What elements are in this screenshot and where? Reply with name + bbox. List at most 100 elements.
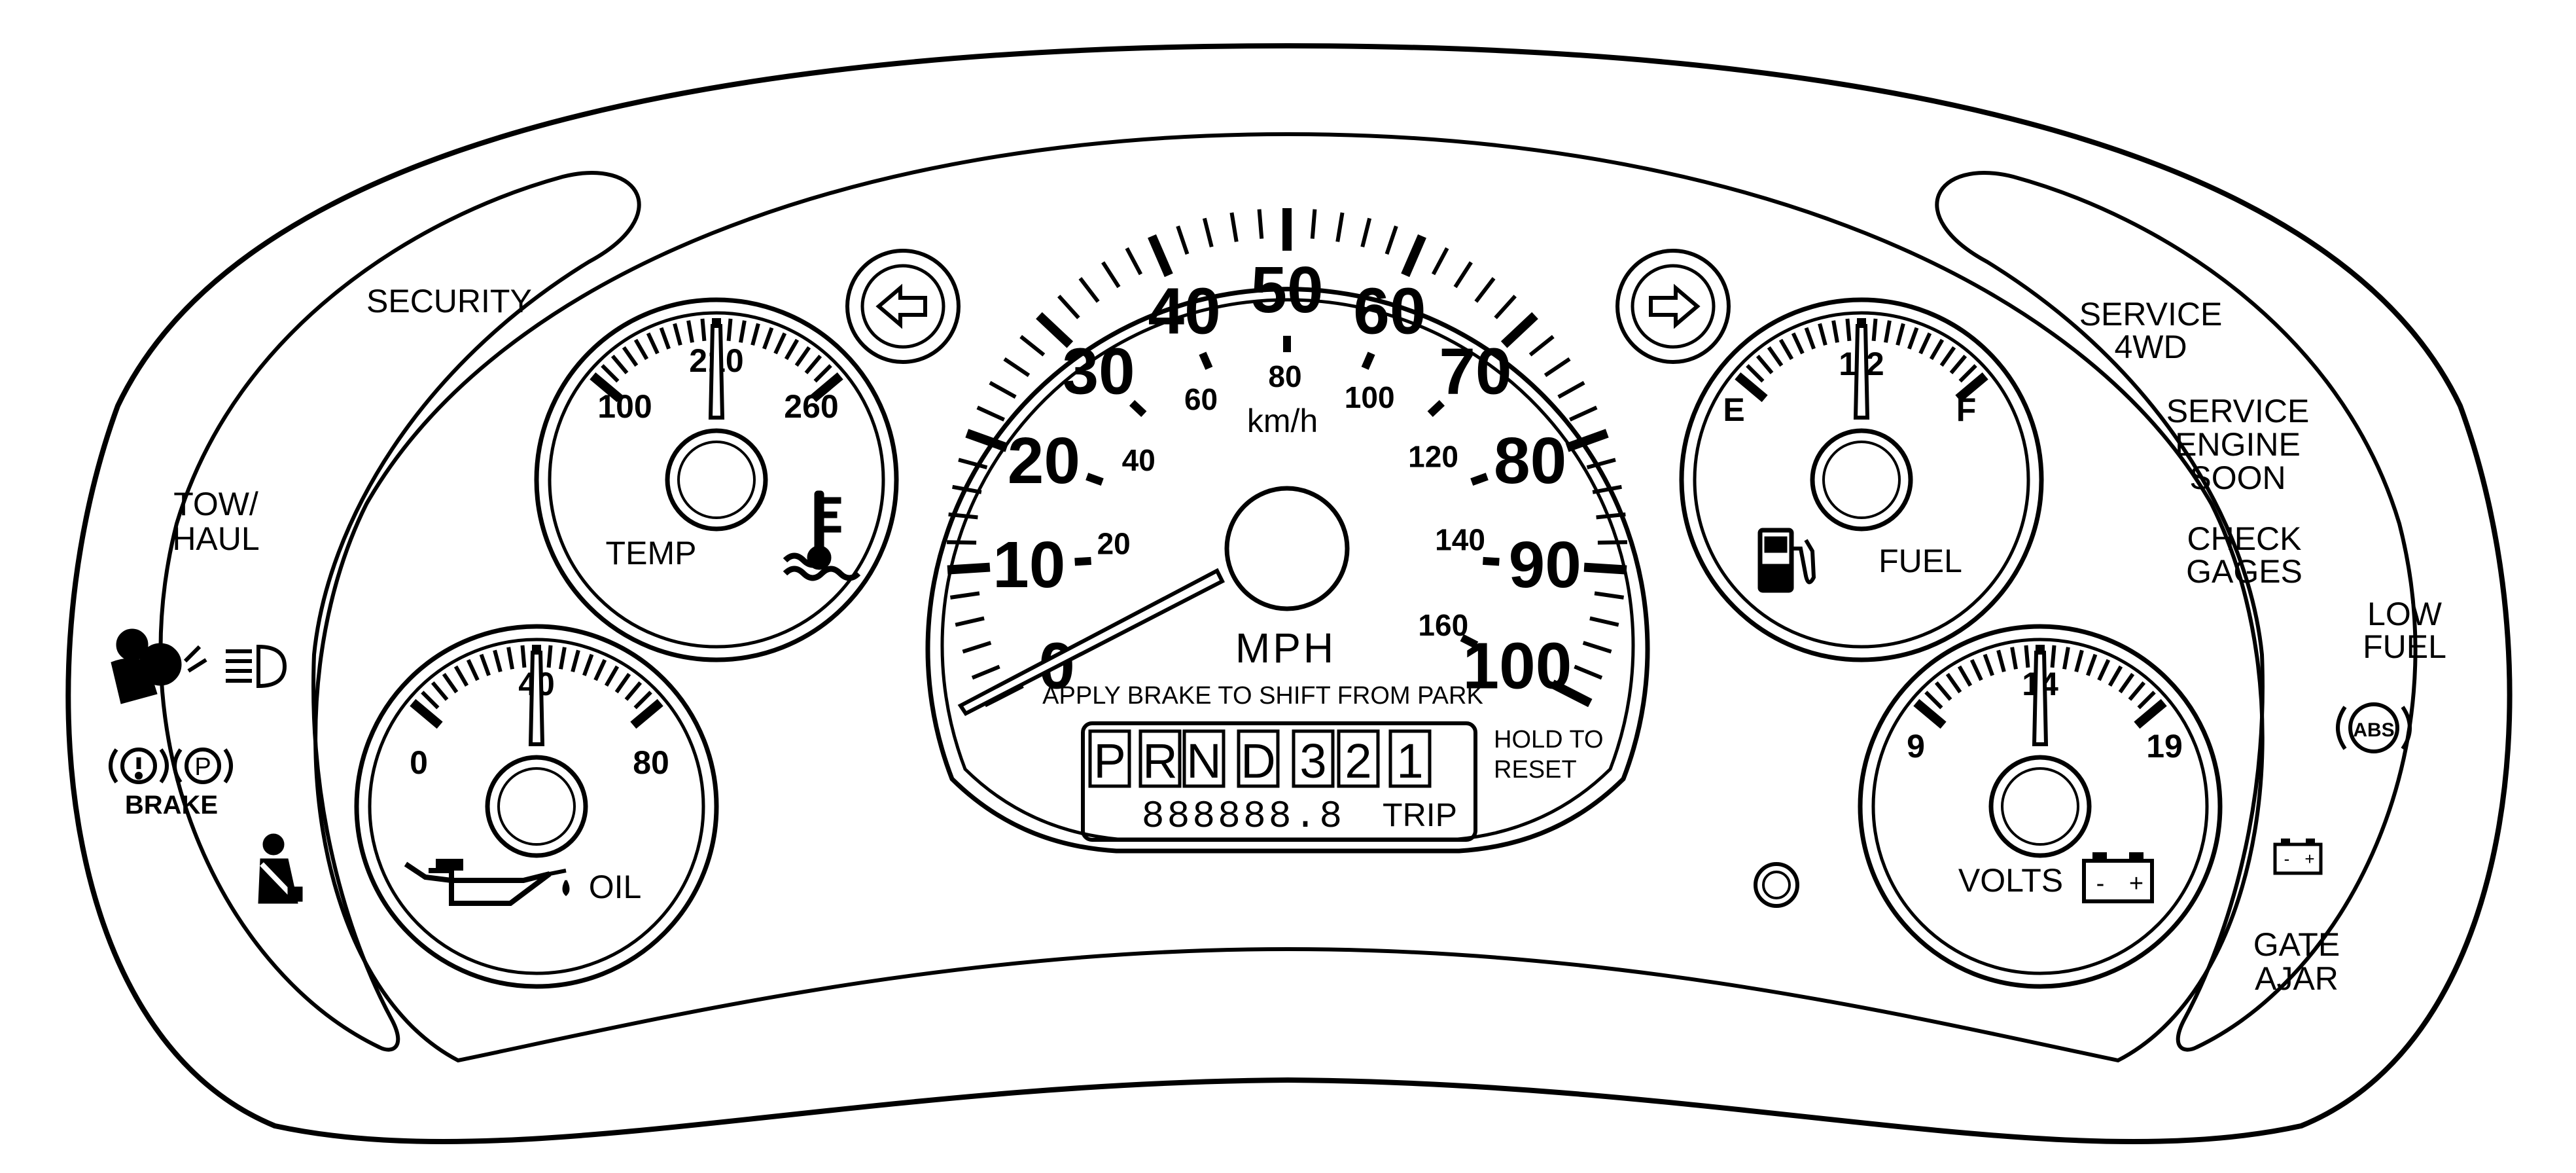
battery-minus: - [2096, 870, 2105, 897]
abs-icon: ABS [2336, 702, 2412, 753]
kmh-unit: km/h [1247, 403, 1318, 439]
gauge-fuel-tick-label: F [1956, 391, 1977, 428]
gauge-temp-needle [708, 324, 725, 420]
mph-inner-mark [1460, 634, 1479, 649]
mph-tick-label: 10 [993, 528, 1065, 602]
service-engine-line2: ENGINE [2175, 426, 2301, 463]
mph-inner-mark [1361, 352, 1375, 370]
mph-inner-mark [1129, 400, 1147, 418]
fuel-gauge-label: FUEL [1879, 543, 1962, 579]
cluster-outer-bezel [65, 43, 2513, 1144]
mph-tick-label: 40 [1148, 274, 1221, 348]
temp-gauge-label: TEMP [606, 535, 697, 571]
prndl-letter: D [1241, 734, 1275, 788]
prndl-letter: 2 [1345, 734, 1371, 788]
mph-tick-label: 60 [1353, 274, 1426, 348]
gate-ajar-line2: AJAR [2255, 960, 2338, 997]
speedometer: 0102030405060708090100204060801001201401… [925, 208, 1650, 854]
cluster-dial-face [313, 132, 2265, 1063]
turn-signal-left-icon [875, 283, 927, 329]
mph-tick-label: 70 [1439, 335, 1511, 408]
brake-indicator-label: BRAKE [125, 791, 218, 820]
airbag-icon [111, 628, 207, 704]
check-gages-line1: CHECK [2187, 520, 2301, 557]
gauge-volts-tick-label: 9 [1907, 728, 1925, 765]
gauge-temp-tick-label: 260 [784, 388, 838, 425]
service-4wd-line1: SERVICE [2079, 296, 2223, 333]
speedometer-needle [957, 486, 1350, 716]
prndl-cell: D [1237, 729, 1280, 788]
trip-reset-knob[interactable] [1754, 862, 1799, 908]
security-indicator: SECURITY [366, 283, 532, 319]
kmh-tick-label: 80 [1268, 359, 1301, 393]
gauge-oil-tick-label: 0 [410, 744, 428, 781]
trip-label: TRIP [1383, 797, 1457, 833]
hold-to-reset-line1: HOLD TO [1494, 726, 1604, 753]
mph-unit: MPH [1235, 624, 1336, 672]
mph-tick-label: 30 [1062, 335, 1135, 408]
gate-ajar-battery-plus: + [2304, 849, 2314, 869]
kmh-tick-label: 160 [1418, 608, 1468, 642]
right-indicator-lens [1935, 171, 2418, 1052]
gate-ajar-battery-minus: - [2284, 849, 2290, 869]
turn-signal-right [1615, 249, 1731, 364]
gauge-oil-needle [528, 651, 545, 746]
mph-inner-mark [1085, 473, 1104, 486]
speedometer-housing [925, 287, 1650, 854]
seatbelt-icon [258, 833, 303, 904]
coolant-temp-icon [783, 490, 861, 581]
mph-inner-mark [1199, 352, 1213, 370]
tow-haul-line1: TOW/ [173, 486, 258, 522]
gate-ajar-line1: GATE [2253, 926, 2340, 963]
mph-inner-mark [1483, 556, 1500, 566]
hold-to-reset-line2: RESET [1494, 756, 1577, 784]
mph-inner-mark [1427, 400, 1445, 418]
mph-tick-label: 100 [1463, 629, 1572, 702]
gauge-temp-hub [665, 428, 768, 532]
speedometer-housing-inner [940, 298, 1635, 841]
prndl-letter: N [1186, 734, 1221, 788]
kmh-tick-label: 100 [1345, 380, 1395, 414]
odometer-digits: 888888.8 [1142, 796, 1345, 839]
volts-gauge-label: VOLTS [1958, 862, 2063, 899]
gauge-temp-tick-label: 100 [597, 388, 652, 425]
kmh-tick-label: 60 [1184, 382, 1218, 416]
kmh-tick-label: 140 [1435, 522, 1485, 556]
oil-can-icon [404, 859, 570, 906]
mph-tick-label: 20 [1008, 424, 1080, 497]
prndl-cell: 3 [1292, 729, 1335, 788]
gate-ajar-battery-icon: - + [2273, 839, 2323, 875]
low-fuel-line2: FUEL [2363, 628, 2446, 665]
service-engine-line1: SERVICE [2166, 393, 2310, 429]
oil-gauge-label: OIL [589, 869, 642, 905]
prndl-cell: 2 [1337, 729, 1380, 788]
prndl-cell: N [1182, 729, 1226, 788]
temp-gauge: 100210260 [534, 297, 899, 662]
gauge-volts-hub [1988, 755, 2092, 858]
kmh-tick-label: 40 [1122, 443, 1156, 477]
brake-park-letter: P [194, 753, 211, 781]
kmh-tick-label: 120 [1408, 440, 1458, 474]
tow-haul-line2: HAUL [172, 520, 259, 557]
volts-gauge: 91419 [1858, 624, 2223, 989]
turn-signal-right-icon [1649, 283, 1701, 329]
fuel-gauge: E1/2F [1679, 297, 2044, 662]
service-4wd-line2: 4WD [2114, 329, 2187, 365]
gauge-oil-tick-label: 80 [633, 744, 669, 781]
mph-tick-label: 80 [1494, 424, 1566, 497]
prndl-letter: 3 [1299, 734, 1326, 788]
prndl-cell: R [1138, 729, 1182, 788]
abs-text: ABS [2353, 719, 2394, 741]
oil-gauge: 04080 [354, 624, 719, 989]
prndl-letter: R [1142, 734, 1177, 788]
gauge-fuel-tick-label: E [1723, 391, 1744, 428]
odometer-window [1081, 721, 1477, 842]
speedometer-ticks [947, 208, 1627, 708]
low-fuel-line1: LOW [2367, 596, 2443, 632]
kmh-tick-label: 20 [1097, 526, 1131, 560]
check-gages-line2: GAGES [2186, 553, 2303, 590]
battery-icon: - + [2082, 852, 2154, 903]
prndl-letter: P [1093, 734, 1125, 788]
fuel-pump-icon [1757, 528, 1816, 593]
